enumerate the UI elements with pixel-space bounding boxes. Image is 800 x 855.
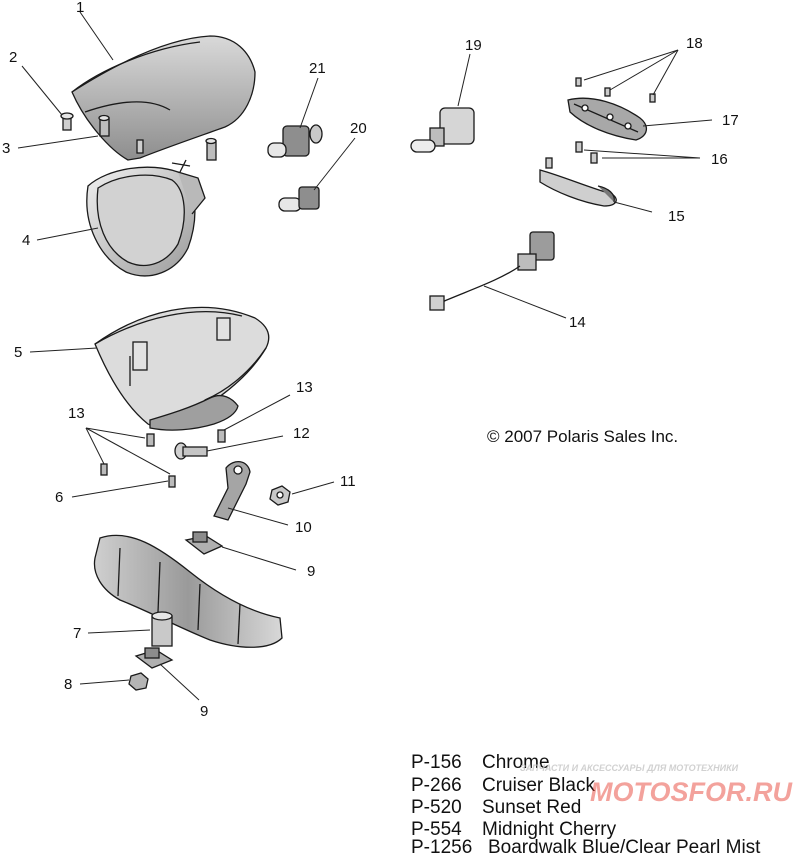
callout-17: 17 (722, 112, 739, 129)
part-6-screw (168, 475, 176, 488)
part-4-headlamp (86, 159, 206, 277)
legend-code-1: P-156 (411, 752, 462, 773)
callout-16: 16 (711, 151, 728, 168)
part-5-nacelle-housing (94, 306, 270, 431)
callout-labels: 1 2 3 4 5 13 6 13 12 11 10 9 7 8 9 21 20… (2, 0, 739, 720)
watermark-tagline: ЗАПЧАСТИ И АКСЕССУАРЫ ДЛЯ МОТОТЕХНИКИ (520, 763, 739, 773)
callout-15: 15 (668, 208, 685, 225)
callout-2: 2 (9, 49, 17, 66)
part-19-headlight-bulb (410, 107, 475, 153)
callout-8: 8 (64, 676, 72, 693)
callout-3: 3 (2, 140, 10, 157)
legend-name-3: Sunset Red (482, 797, 581, 818)
watermark-logo-text: MOTOSFOR.RU (590, 777, 794, 807)
part-16-screws (545, 141, 598, 169)
handlebar-clamp (93, 534, 283, 648)
legend-code-5: P-1256 (411, 837, 472, 855)
callout-1: 1 (76, 0, 84, 16)
part-20-bulb (278, 186, 320, 212)
part-2-screw (60, 112, 74, 131)
copyright-notice: © 2007 Polaris Sales Inc. (487, 427, 678, 446)
part-10-bracket-arm (213, 461, 251, 521)
callout-21: 21 (309, 60, 326, 77)
leader-lines (17, 11, 713, 701)
legend-name-1: Chrome (482, 752, 550, 773)
part-9-bushing-lower (134, 647, 174, 669)
part-12-bolt (174, 442, 208, 460)
part-8-nut (128, 672, 149, 691)
legend-code-2: P-266 (411, 775, 462, 796)
legend-code-3: P-520 (411, 797, 462, 818)
color-legend: P-156 Chrome P-266 Cruiser Black P-520 S… (411, 752, 761, 855)
part-21-bulb-socket (267, 124, 323, 158)
callout-9-lower: 9 (200, 703, 208, 720)
part-3-stud-left (98, 114, 110, 137)
part-11-nut (269, 485, 291, 506)
watermark-logo: ЗАПЧАСТИ И АКСЕССУАРЫ ДЛЯ МОТОТЕХНИКИ MO… (520, 763, 794, 807)
callout-5: 5 (14, 344, 22, 361)
part-13-screw-a (146, 433, 155, 447)
legend-name-4: Midnight Cherry (482, 819, 617, 840)
part-9-bushing-upper (184, 531, 224, 555)
callout-18: 18 (686, 35, 703, 52)
callout-6: 6 (55, 489, 63, 506)
part-18-screws (575, 77, 656, 103)
part-7-spacer (151, 611, 173, 647)
callout-12: 12 (293, 425, 310, 442)
part-13-screw-c (100, 463, 108, 476)
callout-20: 20 (350, 120, 367, 137)
part-17-indicator-housing (567, 97, 647, 141)
callout-14: 14 (569, 314, 586, 331)
part-13-screw-b (217, 429, 226, 443)
callout-9-upper: 9 (307, 563, 315, 580)
part-14-wire-harness (429, 231, 555, 311)
part-15-lens (539, 169, 617, 207)
legend-code-4: P-554 (411, 819, 462, 840)
callout-4: 4 (22, 232, 30, 249)
legend-name-5: Boardwalk Blue/Clear Pearl Mist (488, 837, 761, 855)
part-3-stud-right (205, 137, 217, 161)
part-1-top-cover (71, 35, 256, 161)
callout-11: 11 (340, 473, 356, 490)
legend-name-2: Cruiser Black (482, 775, 595, 796)
callout-13-right: 13 (296, 379, 313, 396)
callout-19: 19 (465, 37, 482, 54)
callout-10: 10 (295, 519, 312, 536)
callout-13-left: 13 (68, 405, 85, 422)
part-3-stud-mid (136, 139, 144, 154)
callout-7: 7 (73, 625, 81, 642)
